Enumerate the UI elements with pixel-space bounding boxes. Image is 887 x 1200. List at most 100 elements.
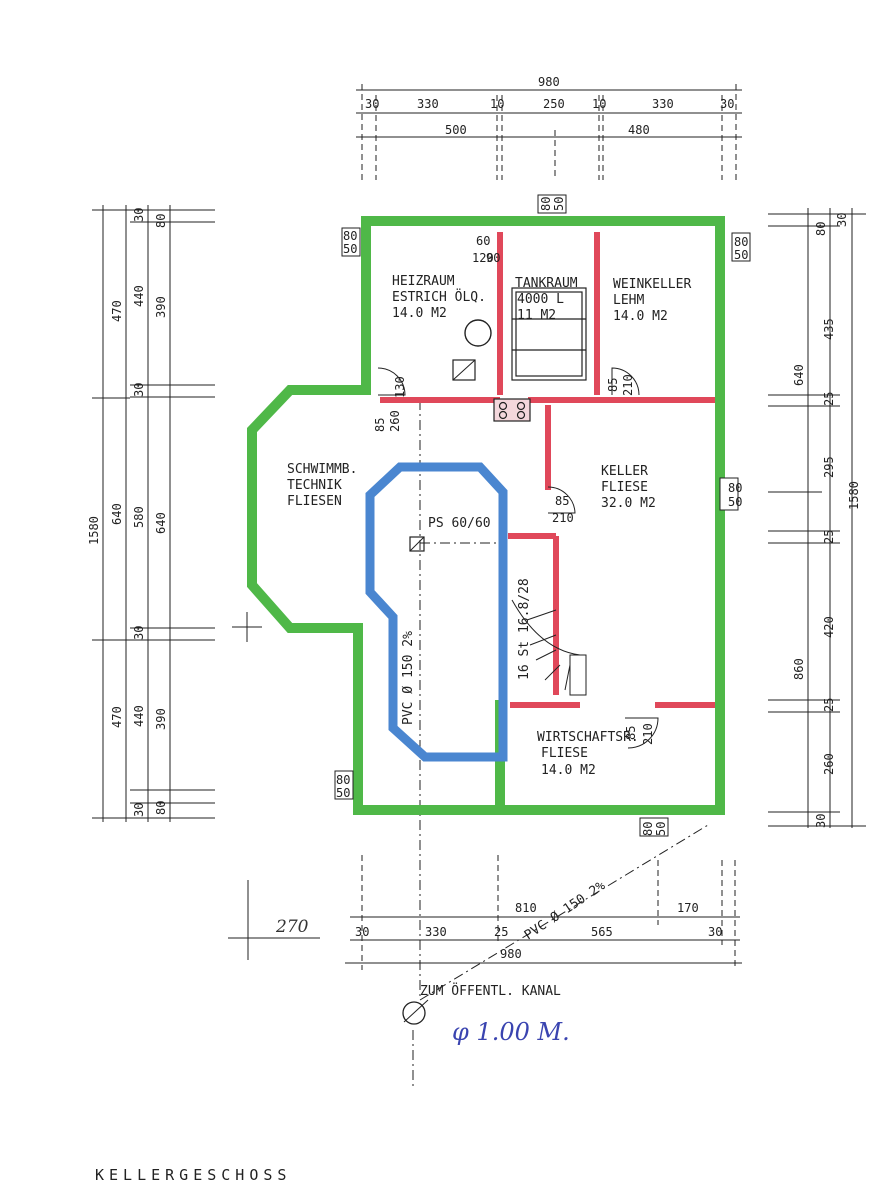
dim-bottom-25: 25 <box>494 925 508 939</box>
door-label-weinkeller: 85 <box>606 378 620 392</box>
heater-unit-icon <box>452 359 476 381</box>
door-swings <box>377 367 659 749</box>
win2-height: 50 <box>734 248 748 262</box>
pump-shaft-icon <box>409 536 425 552</box>
room-weinkeller-area: 14.0 M2 <box>613 309 668 324</box>
room-heizraum-area: 14.0 M2 <box>392 306 447 321</box>
handwritten-270-note: 270 <box>275 917 309 937</box>
drain-pipe-line <box>412 400 709 1090</box>
dim-right-b25c: 25 <box>822 698 836 712</box>
tank-shelves <box>511 287 587 381</box>
pump-shaft-diagonal <box>409 536 425 552</box>
dim-top-overall: 980 <box>538 75 560 89</box>
dim-left-b30: 30 <box>132 208 146 222</box>
room-heizraum-name: HEIZRAUM <box>392 274 455 289</box>
room-keller: KELLER FLIESE 32.0 M2 <box>601 464 656 511</box>
dim-top-d4: 250 <box>543 97 565 111</box>
stairs-label: 16 St 16.8/28 <box>517 578 532 680</box>
room-tankraum-area: 11 M2 <box>517 308 556 323</box>
boiler-icon <box>464 319 492 347</box>
dimension-right <box>768 208 866 828</box>
dim-left-c390b: 390 <box>154 708 168 730</box>
dim-bottom-overall: 980 <box>500 947 522 961</box>
room-tankraum: TANKRAUM 4000 L 11 M2 <box>515 276 578 323</box>
dim-right-a860: 860 <box>792 658 806 680</box>
dimension-left <box>92 205 215 822</box>
win6-height: 50 <box>552 197 566 211</box>
dim-left-a470: 470 <box>110 300 124 322</box>
kanal-label: ZUM ÖFFENTL. KANAL <box>420 982 561 999</box>
room-schwimm-name: SCHWIMMB. <box>287 462 357 477</box>
valves-icon <box>493 398 531 422</box>
dimension-top <box>356 84 742 180</box>
blue-pipe-loop <box>365 462 508 762</box>
room-schwimm: SCHWIMMB. TECHNIK FLIESEN <box>287 462 357 509</box>
dim-right-b25b: 25 <box>822 530 836 544</box>
ps-shaft-label: PS 60/60 <box>428 516 491 531</box>
room-heizraum-floor: ESTRICH ÖLQ. <box>392 288 486 305</box>
room-weinkeller-floor: LEHM <box>613 293 644 308</box>
dim-right-a640: 640 <box>792 364 806 386</box>
dim-left-c80: 80 <box>154 214 168 228</box>
staircase <box>511 599 587 696</box>
dim-top-d6: 330 <box>652 97 674 111</box>
dim-left-b440: 440 <box>132 285 146 307</box>
dimension-bottom <box>345 855 742 970</box>
room-keller-area: 32.0 M2 <box>601 496 656 511</box>
handwritten-diameter-note: φ 1.00 M. <box>452 1018 570 1046</box>
dim-bottom-565: 565 <box>591 925 613 939</box>
dim-top-d3: 10 <box>490 97 504 111</box>
dim-right-b435: 435 <box>822 318 836 340</box>
door-label-60: 60 <box>476 234 490 248</box>
win3-height: 50 <box>336 786 350 800</box>
dim-left-b580: 580 <box>132 506 146 528</box>
dim-top-right: 480 <box>628 123 650 137</box>
room-schwimm-tech: TECHNIK <box>287 478 342 493</box>
pvc-vertical-label: PVC Ø 150 2% <box>401 631 416 725</box>
door-h-wirtschaft: 210 <box>641 723 655 745</box>
heater-unit-diagonal <box>452 359 476 381</box>
dim-bottom-30b: 30 <box>708 925 722 939</box>
door-h130: 130 <box>393 376 407 398</box>
room-heizraum: HEIZRAUM ESTRICH ÖLQ. 14.0 M2 <box>392 274 486 321</box>
room-wirtschaft-area: 14.0 M2 <box>541 763 596 778</box>
dim-left-b30c: 30 <box>132 626 146 640</box>
room-keller-name: KELLER <box>601 464 648 479</box>
win5-height: 50 <box>654 822 668 836</box>
room-tankraum-name: TANKRAUM <box>515 276 578 291</box>
dim-right-b25: 25 <box>822 392 836 406</box>
dim-right-b420: 420 <box>822 616 836 638</box>
dim-left-a640: 640 <box>110 503 124 525</box>
win1-width: 80 <box>343 229 357 243</box>
dim-bottom-30a: 30 <box>355 925 369 939</box>
room-wirtschaft-floor: FLIESE <box>541 746 588 761</box>
room-keller-floor: FLIESE <box>601 480 648 495</box>
dim-right-b295: 295 <box>822 456 836 478</box>
red-walls <box>380 232 715 708</box>
win2-width: 80 <box>734 235 748 249</box>
dim-left-c80b: 80 <box>154 801 168 815</box>
dim-top-d5: 10 <box>592 97 606 111</box>
dim-right-overall: 1580 <box>847 481 861 510</box>
room-wirtschaft: WIRTSCHAFTSR. FLIESE 14.0 M2 <box>537 730 639 778</box>
dim-left-a470b: 470 <box>110 706 124 728</box>
drawing-title: KELLERGESCHOSS <box>95 1166 291 1184</box>
dim-top-left: 500 <box>445 123 467 137</box>
win4-width: 80 <box>728 481 742 495</box>
win3-width: 80 <box>336 773 350 787</box>
manhole-icon <box>402 1001 426 1025</box>
dim-top-d2: 330 <box>417 97 439 111</box>
dim-left-b440b: 440 <box>132 705 146 727</box>
dim-right-b80: 80 <box>814 222 828 236</box>
room-wirtschaft-name: WIRTSCHAFTSR. <box>537 730 639 745</box>
room-tankraum-volume: 4000 L <box>517 292 564 307</box>
door-h-schwimm: 260 <box>388 410 402 432</box>
door-label-keller: 85 <box>555 494 569 508</box>
dim-left-c390: 390 <box>154 296 168 318</box>
dim-right-b30: 30 <box>835 213 849 227</box>
door-label-120: 120 <box>472 251 494 265</box>
room-weinkeller: WEINKELLER LEHM 14.0 M2 <box>613 277 691 324</box>
dim-bottom-330: 330 <box>425 925 447 939</box>
dim-right-b30b: 30 <box>814 814 828 828</box>
